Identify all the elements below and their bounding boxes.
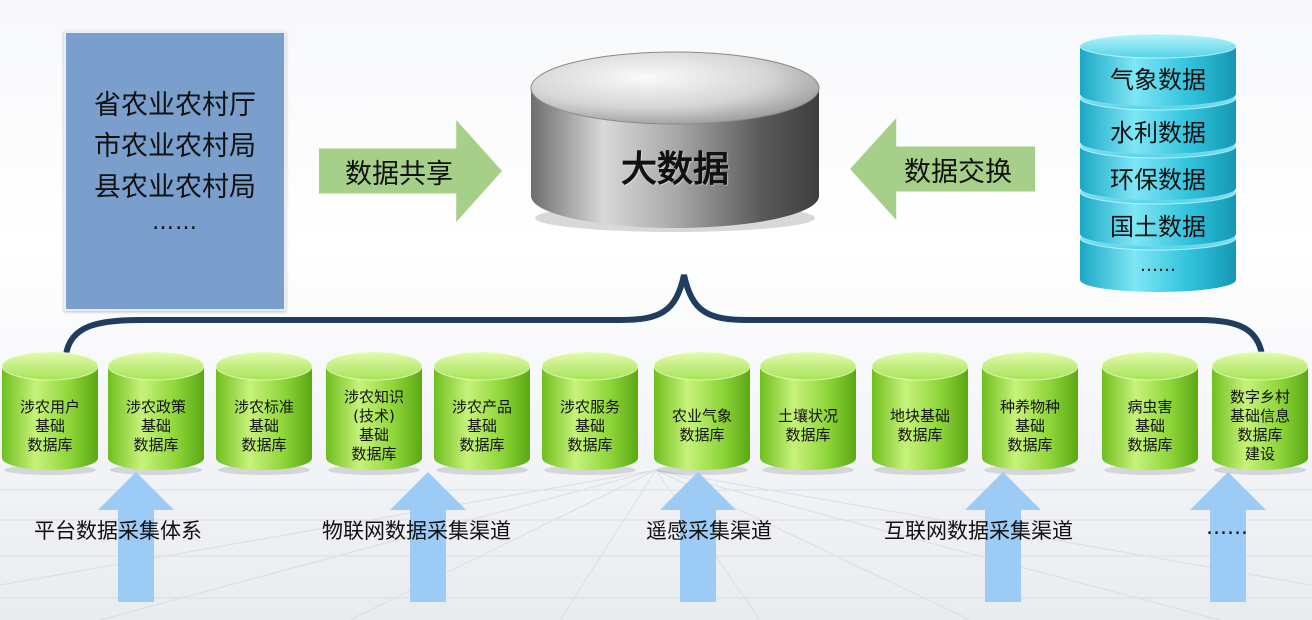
gov-more: …… <box>152 210 198 235</box>
channel-platform: 平台数据采集体系 <box>34 519 202 543</box>
database-cylinder: 涉农标准基础数据库 <box>214 346 314 476</box>
database-cylinder: 涉农知识(技术)基础数据库 <box>324 346 424 476</box>
database-label: 涉农知识(技术)基础数据库 <box>324 384 424 468</box>
database-label-line: 数据库 <box>1127 435 1173 454</box>
data-exchange-label: 数据交换 <box>904 156 1012 188</box>
stack-item-land: 国土数据 <box>1110 213 1206 241</box>
database-cylinder: 涉农服务基础数据库 <box>540 346 640 476</box>
database-label-line: 数据库 <box>241 435 287 454</box>
gov-line-province: 省农业农村厅 <box>94 90 256 121</box>
database-label-line: 建设 <box>1244 445 1275 463</box>
database-cylinder: 种养物种基础数据库 <box>980 346 1080 476</box>
database-label-line: 数据库 <box>897 426 943 444</box>
big-data-cylinder <box>530 51 820 232</box>
external-data-stack <box>1079 33 1237 292</box>
database-label-line: 数据库 <box>1007 435 1053 454</box>
up-arrow-icon <box>965 472 1041 602</box>
database-label: 涉农政策基础数据库 <box>106 384 206 468</box>
database-label-line: 基础 <box>140 416 171 435</box>
database-label-line: 数据库 <box>567 435 613 454</box>
stack-item-more: …… <box>1140 255 1176 276</box>
database-cylinder: 涉农用户基础数据库 <box>0 346 100 476</box>
database-label-line: 基础 <box>1134 416 1165 435</box>
big-data-label: 大数据 <box>620 149 729 190</box>
database-label-line: 基础 <box>34 416 65 435</box>
channel-iot: 物联网数据采集渠道 <box>322 519 511 543</box>
database-label-line: 基础 <box>358 426 389 444</box>
database-label-line: (技术) <box>353 407 395 425</box>
channel-internet: 互联网数据采集渠道 <box>884 519 1073 543</box>
database-label: 农业气象数据库 <box>652 384 752 468</box>
data-share-label: 数据共享 <box>345 158 453 190</box>
database-label: 数字乡村基础信息数据库建设 <box>1210 384 1310 468</box>
database-cylinder: 数字乡村基础信息数据库建设 <box>1210 346 1310 476</box>
database-label-line: 数据库 <box>133 435 179 454</box>
database-label-line: 病虫害 <box>1127 397 1173 416</box>
database-label-line: 数据库 <box>1237 426 1283 444</box>
database-label-line: 地块基础 <box>889 407 950 425</box>
database-label: 地块基础数据库 <box>870 384 970 468</box>
database-label-line: 基础 <box>574 416 605 435</box>
database-cylinder: 地块基础数据库 <box>870 346 970 476</box>
database-cylinder: 病虫害基础数据库 <box>1100 346 1200 476</box>
database-label-line: 基础 <box>466 416 497 435</box>
database-label: 涉农用户基础数据库 <box>0 384 100 468</box>
government-departments-box: 省农业农村厅 市农业农村局 县农业农村局 …… <box>64 31 286 311</box>
database-label-line: 数据库 <box>679 426 725 444</box>
database-cylinder: 农业气象数据库 <box>652 346 752 476</box>
stack-item-weather: 气象数据 <box>1110 66 1206 94</box>
channel-remote-sensing: 遥感采集渠道 <box>646 519 772 543</box>
database-label-line: 涉农知识 <box>343 388 404 406</box>
database-label: 病虫害基础数据库 <box>1100 384 1200 468</box>
stack-item-water: 水利数据 <box>1110 119 1206 147</box>
up-arrow-icon <box>660 472 736 602</box>
up-arrow-icon <box>390 472 466 602</box>
database-label-line: 涉农产品 <box>451 397 512 416</box>
database-label-line: 数据库 <box>785 426 831 444</box>
database-label-line: 数据库 <box>351 445 397 463</box>
database-cylinder: 土壤状况数据库 <box>758 346 858 476</box>
gov-line-city: 市农业农村局 <box>94 131 256 162</box>
database-label-line: 数据库 <box>27 435 73 454</box>
database-label: 种养物种基础数据库 <box>980 384 1080 468</box>
database-label-line: 涉农标准 <box>233 397 294 416</box>
database-cylinder: 涉农产品基础数据库 <box>432 346 532 476</box>
database-label: 涉农服务基础数据库 <box>540 384 640 468</box>
database-label-line: 涉农服务 <box>559 397 620 416</box>
database-label-line: 种养物种 <box>999 397 1060 416</box>
database-label-line: 农业气象 <box>671 407 732 425</box>
database-label: 涉农标准基础数据库 <box>214 384 314 468</box>
gov-line-county: 县农业农村局 <box>94 172 256 203</box>
database-label-line: 土壤状况 <box>777 407 838 425</box>
database-label-line: 涉农政策 <box>125 397 186 416</box>
database-label-line: 基础 <box>1014 416 1045 435</box>
database-label: 涉农产品基础数据库 <box>432 384 532 468</box>
stack-item-environment: 环保数据 <box>1110 166 1206 194</box>
database-label-line: 数字乡村 <box>1229 388 1290 406</box>
up-arrow-icon <box>98 472 174 602</box>
database-label-line: 涉农用户 <box>19 397 80 416</box>
grouping-brace <box>63 274 1265 358</box>
database-label-line: 基础 <box>248 416 279 435</box>
channel-more: …… <box>1206 515 1248 539</box>
database-label-line: 数据库 <box>459 435 505 454</box>
database-label-line: 基础信息 <box>1229 407 1290 425</box>
database-label: 土壤状况数据库 <box>758 384 858 468</box>
up-arrow-icon <box>1190 472 1266 602</box>
database-cylinder: 涉农政策基础数据库 <box>106 346 206 476</box>
